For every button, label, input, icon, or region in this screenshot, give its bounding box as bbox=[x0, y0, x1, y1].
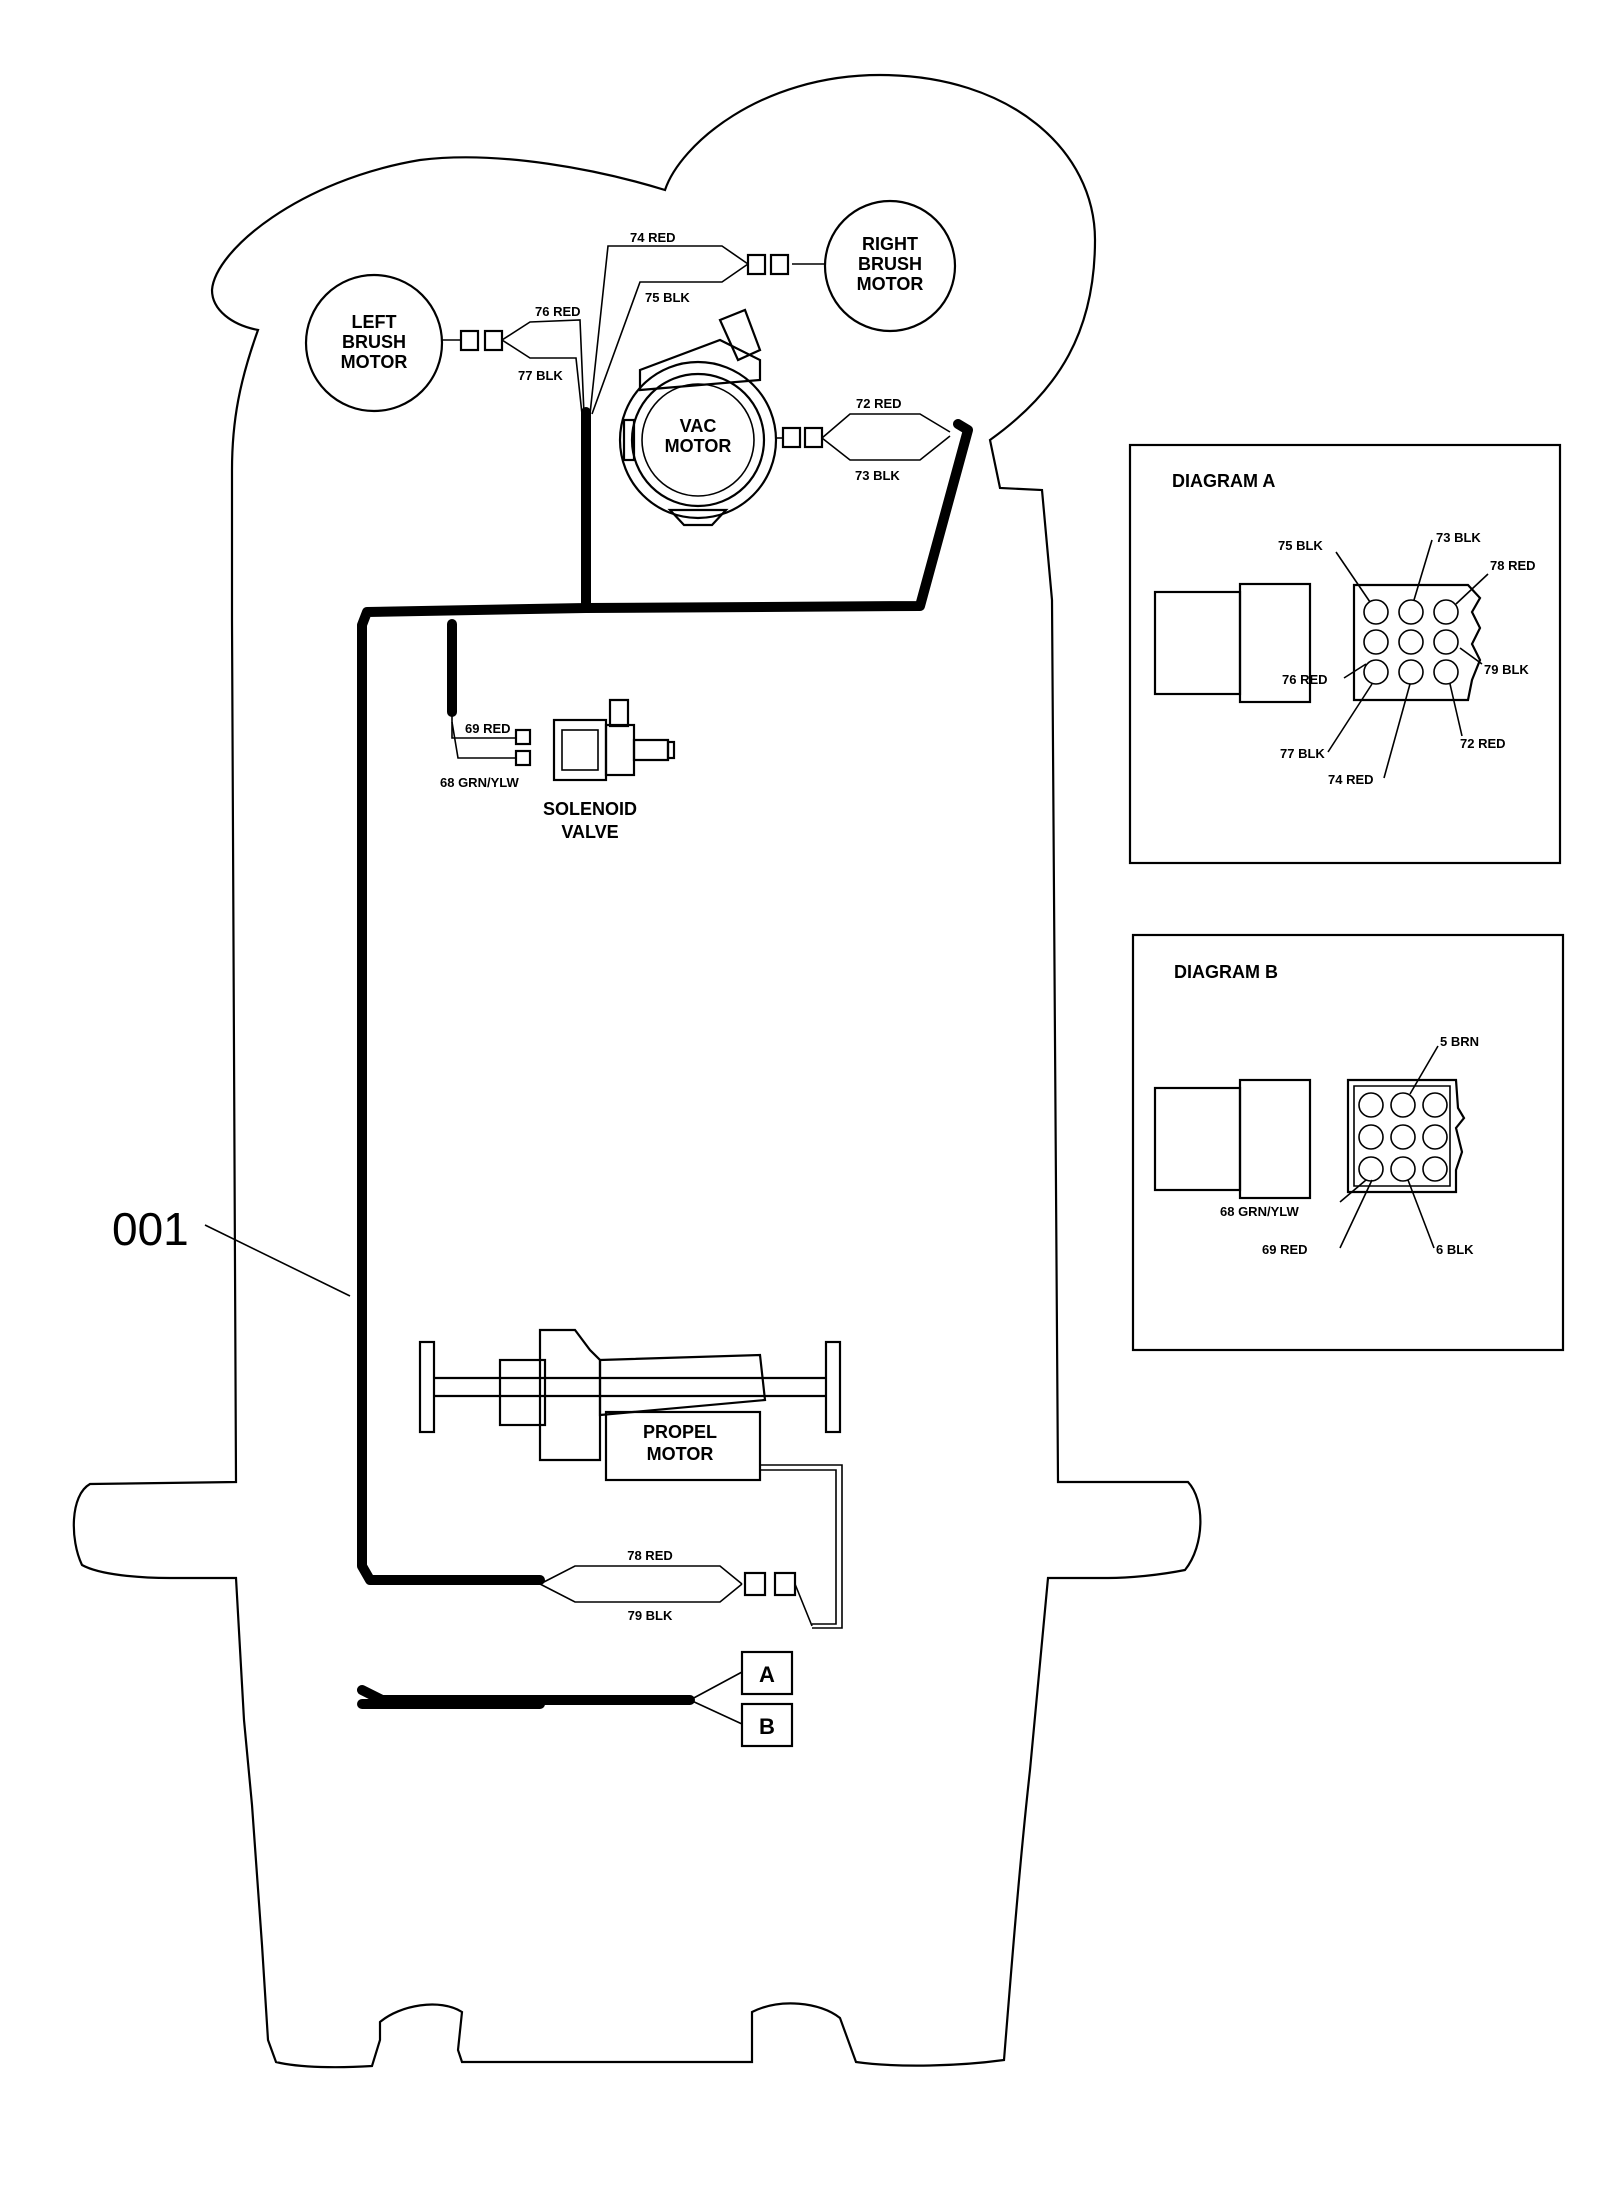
solenoid-valve[interactable]: SOLENOID VALVE bbox=[543, 698, 676, 842]
svg-text:BRUSH: BRUSH bbox=[858, 254, 922, 274]
svg-text:VALVE: VALVE bbox=[561, 822, 618, 842]
diagram-a-pin-72: 72 RED bbox=[1460, 736, 1506, 751]
right-brush-connector bbox=[589, 245, 825, 415]
vac-motor[interactable]: VAC MOTOR bbox=[618, 308, 778, 527]
left-brush-motor[interactable]: LEFT BRUSH MOTOR bbox=[304, 273, 444, 413]
wire-label-76: 76 RED bbox=[535, 304, 581, 319]
vac-connector bbox=[776, 413, 951, 461]
svg-text:MOTOR: MOTOR bbox=[341, 352, 408, 372]
diagram-a-pin-74: 74 RED bbox=[1328, 772, 1374, 787]
right-brush-motor[interactable]: RIGHT BRUSH MOTOR bbox=[823, 199, 957, 333]
diagram-a-pin-78: 78 RED bbox=[1490, 558, 1536, 573]
svg-text:MOTOR: MOTOR bbox=[857, 274, 924, 294]
svg-text:VAC: VAC bbox=[680, 416, 717, 436]
wire-label-68: 68 GRN/YLW bbox=[440, 775, 519, 790]
svg-text:DIAGRAM B: DIAGRAM B bbox=[1174, 962, 1278, 982]
diagram-a-pin-77: 77 BLK bbox=[1280, 746, 1325, 761]
connector-b[interactable]: B bbox=[740, 1702, 794, 1748]
solenoid-connector bbox=[451, 710, 532, 767]
svg-text:BRUSH: BRUSH bbox=[342, 332, 406, 352]
wire-label-78: 78 RED bbox=[627, 1548, 673, 1563]
wire-label-77: 77 BLK bbox=[518, 368, 563, 383]
diagram-a-pin-79: 79 BLK bbox=[1484, 662, 1529, 677]
svg-text:B: B bbox=[759, 1714, 775, 1739]
diagram-b-pin-6: 6 BLK bbox=[1436, 1242, 1474, 1257]
reference-label: 001 bbox=[112, 1203, 189, 1255]
main-harness bbox=[357, 407, 591, 1585]
diagram-b-panel: DIAGRAM B bbox=[1131, 933, 1565, 1352]
wire-label-73: 73 BLK bbox=[855, 468, 900, 483]
connector-leads bbox=[689, 1671, 743, 1725]
svg-text:A: A bbox=[759, 1662, 775, 1687]
diagram-a-pin-75: 75 BLK bbox=[1278, 538, 1323, 553]
diagram-b-pin-69: 69 RED bbox=[1262, 1242, 1308, 1257]
svg-text:MOTOR: MOTOR bbox=[647, 1444, 714, 1464]
wire-label-79: 79 BLK bbox=[628, 1608, 673, 1623]
connector-a[interactable]: A bbox=[740, 1650, 794, 1696]
machine-outline bbox=[72, 73, 1202, 2069]
harness-branch-vac bbox=[581, 419, 973, 613]
svg-text:DIAGRAM A: DIAGRAM A bbox=[1172, 471, 1275, 491]
reference-leader bbox=[204, 1224, 351, 1297]
diagram-b-pin-5: 5 BRN bbox=[1440, 1034, 1479, 1049]
propel-motor[interactable]: PROPEL MOTOR bbox=[418, 1328, 843, 1629]
svg-text:SOLENOID: SOLENOID bbox=[543, 799, 637, 819]
svg-text:PROPEL: PROPEL bbox=[643, 1422, 717, 1442]
left-brush-connector bbox=[442, 319, 585, 415]
wire-label-75: 75 BLK bbox=[645, 290, 690, 305]
wire-label-72: 72 RED bbox=[856, 396, 902, 411]
diagram-b-pin-68: 68 GRN/YLW bbox=[1220, 1204, 1299, 1219]
diagram-a-pin-76: 76 RED bbox=[1282, 672, 1328, 687]
svg-text:LEFT: LEFT bbox=[352, 312, 397, 332]
diagram-a-pin-73: 73 BLK bbox=[1436, 530, 1481, 545]
harness-branch-connectors bbox=[357, 1685, 695, 1705]
diagram-a-panel: DIAGRAM A bbox=[1128, 443, 1562, 865]
svg-text:MOTOR: MOTOR bbox=[665, 436, 732, 456]
propel-connector bbox=[539, 1565, 813, 1627]
wire-label-74: 74 RED bbox=[630, 230, 676, 245]
svg-text:RIGHT: RIGHT bbox=[862, 234, 918, 254]
wire-label-69: 69 RED bbox=[465, 721, 511, 736]
